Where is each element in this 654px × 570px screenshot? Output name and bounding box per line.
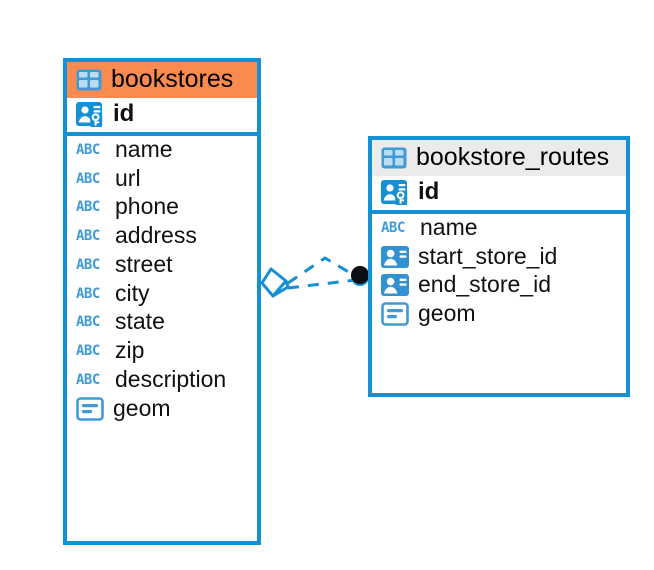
field-name-start-store-id: start_store_id xyxy=(418,242,558,269)
abc-text-icon: ABC xyxy=(76,371,100,388)
entity-header-bookstore-routes[interactable]: bookstore_routes xyxy=(372,140,626,176)
field-name-description: description xyxy=(115,365,227,392)
field-row-primary-key[interactable]: id xyxy=(67,98,257,132)
table-icon xyxy=(381,147,407,169)
field-row-end-store-id[interactable]: end_store_id xyxy=(372,271,626,300)
field-row-description[interactable]: ABC description xyxy=(67,366,257,395)
primary-key-icon xyxy=(381,179,409,206)
entity-header-bookstores[interactable]: bookstores xyxy=(67,62,257,98)
relationship-line-upper xyxy=(287,256,358,285)
entity-title-bookstore-routes: bookstore_routes xyxy=(416,143,610,171)
field-name-name: name xyxy=(115,135,173,162)
abc-text-icon: ABC xyxy=(76,256,100,273)
field-row-geom[interactable]: geom xyxy=(372,300,626,329)
foreign-key-icon xyxy=(381,245,409,269)
field-list-bookstores: ABC name ABC url ABC phone ABC address A… xyxy=(67,136,257,424)
abc-text-icon: ABC xyxy=(76,285,100,302)
field-row-street[interactable]: ABC street xyxy=(67,251,257,280)
field-row-name[interactable]: ABC name xyxy=(372,214,626,243)
field-name-id: id xyxy=(113,100,135,127)
field-name-name: name xyxy=(420,213,478,240)
table-icon xyxy=(76,69,102,91)
geometry-icon xyxy=(76,396,104,421)
abc-text-icon: ABC xyxy=(76,199,100,216)
entity-title-bookstores: bookstores xyxy=(111,65,234,93)
abc-text-icon: ABC xyxy=(381,219,405,236)
foreign-key-icon xyxy=(381,273,409,297)
field-row-phone[interactable]: ABC phone xyxy=(67,193,257,222)
field-name-state: state xyxy=(115,308,165,335)
field-row-start-store-id[interactable]: start_store_id xyxy=(372,243,626,272)
field-name-street: street xyxy=(115,250,173,277)
entity-table-bookstores[interactable]: bookstores id xyxy=(63,58,261,545)
field-name-address: address xyxy=(115,222,197,249)
field-row-geom[interactable]: geom xyxy=(67,395,257,424)
primary-key-icon xyxy=(76,101,104,128)
field-row-city[interactable]: ABC city xyxy=(67,280,257,309)
field-name-id: id xyxy=(418,178,440,205)
abc-text-icon: ABC xyxy=(76,314,100,331)
field-row-primary-key[interactable]: id xyxy=(372,176,626,210)
diamond-marker[interactable] xyxy=(260,267,290,298)
field-name-url: url xyxy=(115,164,141,191)
field-name-end-store-id: end_store_id xyxy=(418,271,551,298)
field-name-geom: geom xyxy=(418,300,476,327)
field-name-city: city xyxy=(115,279,150,306)
field-name-zip: zip xyxy=(115,337,145,364)
relationship-line-lower xyxy=(287,278,357,290)
field-row-name[interactable]: ABC name xyxy=(67,136,257,165)
abc-text-icon: ABC xyxy=(76,228,100,244)
primary-key-divider xyxy=(372,209,626,214)
field-row-url[interactable]: ABC url xyxy=(67,165,257,194)
entity-table-bookstore-routes[interactable]: bookstore_routes id xyxy=(368,136,630,397)
primary-key-divider xyxy=(67,131,257,136)
geometry-icon xyxy=(381,302,409,326)
field-list-bookstore-routes: ABC name start_store_id xyxy=(372,214,626,329)
abc-text-icon: ABC xyxy=(76,343,100,359)
field-name-geom: geom xyxy=(113,394,171,421)
field-row-address[interactable]: ABC address xyxy=(67,222,257,251)
abc-text-icon: ABC xyxy=(76,170,100,187)
abc-text-icon: ABC xyxy=(76,141,100,158)
field-row-zip[interactable]: ABC zip xyxy=(67,337,257,366)
field-name-phone: phone xyxy=(115,193,179,220)
field-row-state[interactable]: ABC state xyxy=(67,308,257,337)
filled-circle-marker[interactable] xyxy=(351,266,369,286)
